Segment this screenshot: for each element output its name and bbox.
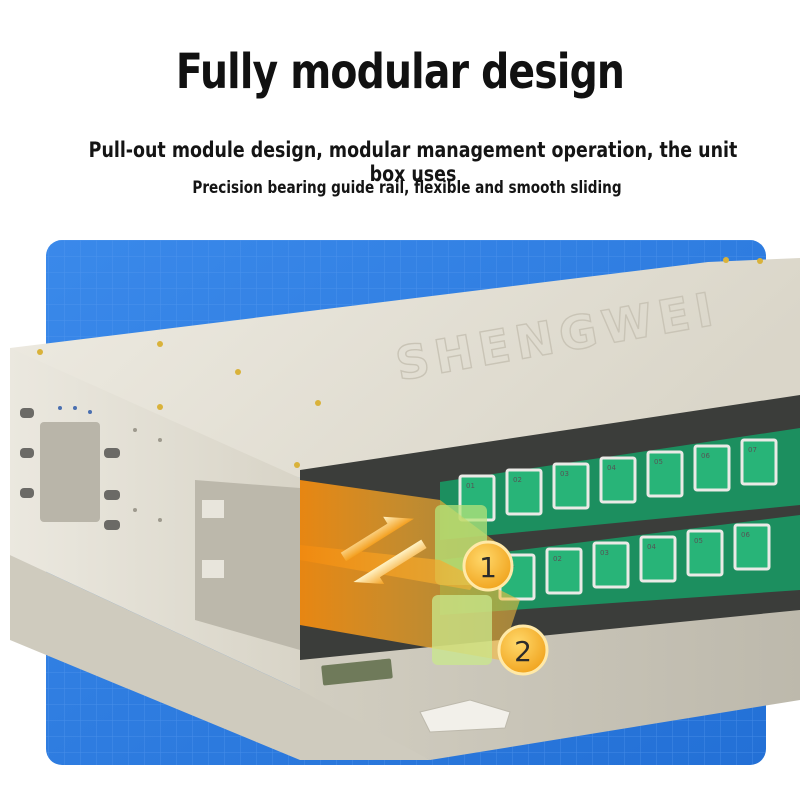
- port-label: 01: [466, 482, 475, 490]
- product-photo: SHENGWEI: [10, 240, 800, 765]
- port-label: 04: [607, 464, 616, 472]
- chassis-top-lid: [10, 258, 800, 478]
- callout-badge-1: 1: [462, 540, 514, 592]
- mounting-holes: [20, 406, 162, 530]
- callout-number-2: 2: [514, 635, 532, 668]
- headline: Fully modular design: [175, 44, 625, 100]
- guide-rail-bracket: [195, 480, 300, 650]
- port-label: 07: [748, 446, 757, 454]
- port-label: 05: [654, 458, 663, 466]
- port-label: 04: [647, 543, 656, 551]
- adapter-row-top: [440, 428, 800, 540]
- cable-clip: [419, 699, 511, 733]
- port-label: 05: [694, 537, 703, 545]
- ground-terminal: [321, 658, 393, 686]
- subtitle-line-2: Precision bearing guide rail, flexible a…: [192, 178, 622, 198]
- port-label: 06: [741, 531, 750, 539]
- chassis-front-lip: [10, 555, 430, 760]
- port-label: 02: [553, 555, 562, 563]
- port-label: 06: [701, 452, 710, 460]
- callout-badge-2: 2: [497, 624, 549, 676]
- lid-screws: [37, 257, 763, 468]
- port-label: 02: [513, 476, 522, 484]
- subtitle-line-1: Pull-out module design, modular manageme…: [88, 138, 738, 186]
- slide-arrows-icon: [340, 516, 427, 584]
- adapter-row-bottom: [440, 515, 800, 615]
- port-label: 03: [600, 549, 609, 557]
- port-label: 03: [560, 470, 569, 478]
- callout-number-1: 1: [479, 551, 497, 584]
